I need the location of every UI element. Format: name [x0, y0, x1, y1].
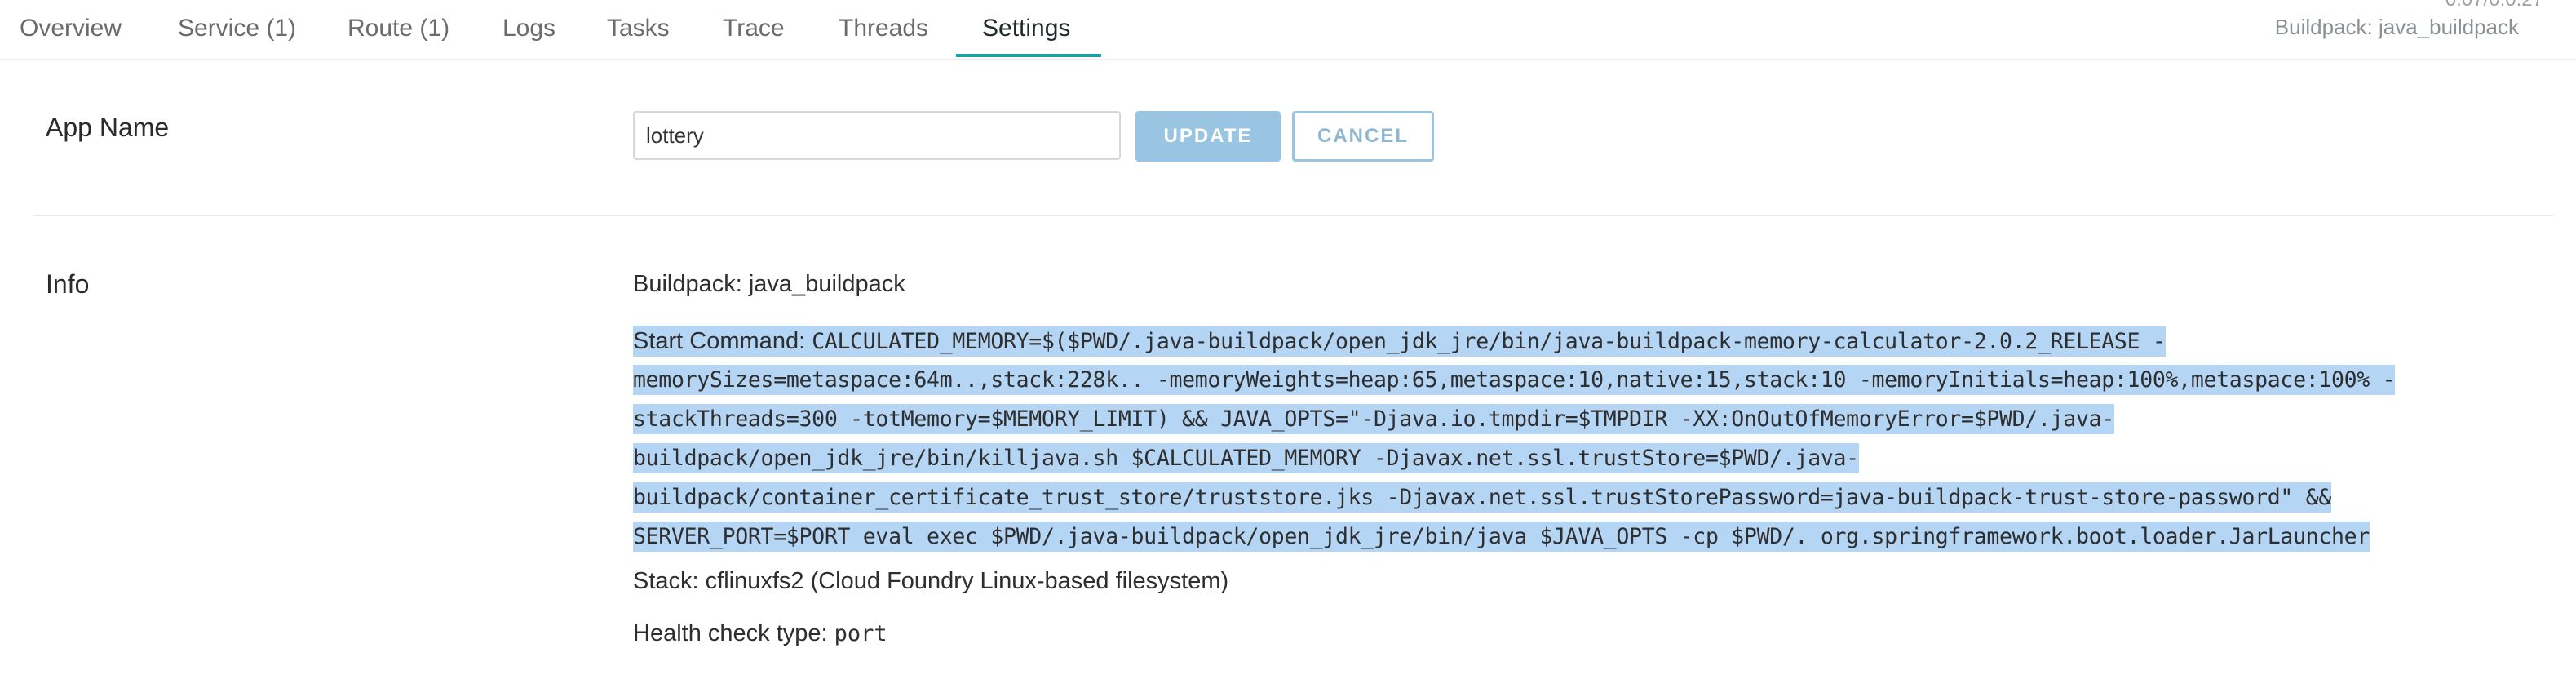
health-check-value: port [834, 621, 887, 646]
start-command-line: SERVER_PORT=$PORT eval exec $PWD/.java-b… [633, 517, 2558, 557]
info-label: Info [46, 269, 90, 299]
health-check-label: Health check type: [633, 620, 834, 646]
app-name-input[interactable] [633, 111, 1121, 160]
tab-bar: Overview Service (1) Route (1) Logs Task… [0, 0, 2576, 60]
start-command-line: buildpack/container_certificate_trust_st… [633, 478, 2558, 517]
start-command-line: buildpack/open_jdk_jre/bin/killjava.sh $… [633, 439, 2558, 478]
section-divider [33, 215, 2553, 216]
update-button[interactable]: UPDATE [1135, 111, 1281, 162]
tab-overview[interactable]: Overview [20, 15, 122, 42]
start-command-text: memorySizes=metaspace:64m..,stack:228k..… [633, 365, 2396, 395]
start-command-label: Start Command: [633, 326, 812, 357]
info-buildpack: Buildpack: java_buildpack [633, 271, 905, 297]
start-command-line: memorySizes=metaspace:64m..,stack:228k..… [633, 361, 2558, 400]
tab-trace[interactable]: Trace [723, 15, 785, 42]
start-command-text: stackThreads=300 -totMemory=$MEMORY_LIMI… [633, 404, 2114, 434]
start-command-text: buildpack/container_certificate_trust_st… [633, 482, 2331, 513]
info-stack: Stack: cflinuxfs2 (Cloud Foundry Linux-b… [633, 568, 1229, 594]
start-command-line: Start Command: CALCULATED_MEMORY=$($PWD/… [633, 322, 2558, 361]
start-command-text: CALCULATED_MEMORY=$($PWD/.java-buildpack… [812, 326, 2166, 357]
info-health-check: Health check type: port [633, 620, 887, 647]
start-command-line: stackThreads=300 -totMemory=$MEMORY_LIMI… [633, 400, 2558, 439]
tab-logs[interactable]: Logs [502, 15, 556, 42]
app-name-label: App Name [46, 113, 170, 142]
start-command-text: buildpack/open_jdk_jre/bin/killjava.sh $… [633, 443, 1859, 473]
cancel-button[interactable]: CANCEL [1292, 111, 1434, 162]
start-command: Start Command: CALCULATED_MEMORY=$($PWD/… [633, 322, 2558, 557]
start-command-text: SERVER_PORT=$PORT eval exec $PWD/.java-b… [633, 522, 2370, 552]
tab-service[interactable]: Service (1) [178, 15, 297, 42]
header-buildpack: Buildpack: java_buildpack [2274, 15, 2519, 39]
tab-tasks[interactable]: Tasks [607, 15, 670, 42]
version-fragment: 0.07/0.0.27 [2445, 0, 2543, 11]
tab-route[interactable]: Route (1) [347, 15, 450, 42]
tab-settings[interactable]: Settings [982, 15, 1071, 42]
tab-threads[interactable]: Threads [839, 15, 929, 42]
active-tab-indicator [956, 54, 1101, 57]
